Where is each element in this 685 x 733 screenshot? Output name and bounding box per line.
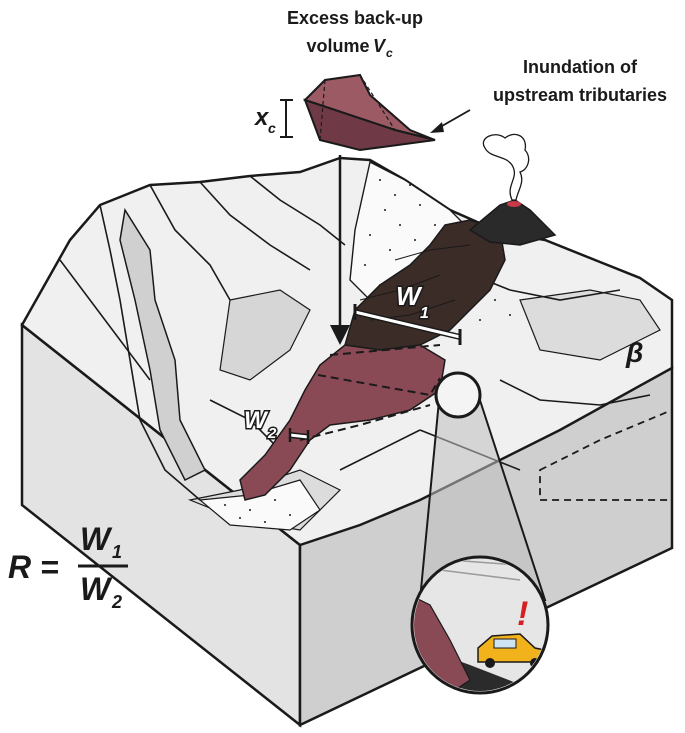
depth-subscript: c (268, 120, 276, 136)
volume-label-line2: volume (306, 36, 369, 56)
alert-exclamation: ! (517, 595, 528, 633)
magnifier-lens-small (434, 371, 482, 419)
w2-subscript: 2 (267, 425, 277, 442)
slope-symbol: β (625, 337, 643, 368)
equation-lhs: R = (8, 549, 59, 585)
backup-volume-prism (303, 73, 436, 152)
w1-width-marker (353, 304, 462, 345)
w1-symbol: W (396, 281, 423, 311)
depth-bracket (280, 99, 293, 138)
flow-lower (239, 344, 446, 501)
equation-numerator-subscript: 1 (112, 542, 122, 562)
terrain-block (20, 156, 674, 728)
depth-symbol: x (253, 104, 270, 131)
w2-width-marker (288, 428, 310, 444)
inundation-label-line1: Inundation of (523, 57, 638, 77)
ridge-shade-mid (219, 289, 311, 381)
prism-hidden-edges (319, 74, 396, 141)
ridge-shade-left (119, 207, 207, 482)
equation-denominator-subscript: 2 (111, 592, 122, 612)
equation-numerator: W (80, 521, 113, 557)
volume-subscript: c (386, 46, 393, 60)
downward-arrow-icon (330, 155, 350, 345)
stipple-dots (224, 179, 511, 523)
w2-symbol: W (244, 407, 269, 434)
inundation-label-line2: upstream tributaries (493, 85, 667, 105)
equation-denominator: W (80, 571, 113, 607)
dashed-block-outline (539, 408, 673, 501)
inundation-arrow-icon (430, 109, 471, 133)
prism-side (303, 98, 436, 152)
volume-label-line1: Excess back-up (287, 8, 423, 28)
volume-symbol: V (373, 36, 387, 56)
car-icon (477, 633, 546, 668)
flow-section-front (299, 404, 431, 441)
volcano-plume-icon (482, 133, 530, 201)
volcano (468, 133, 557, 246)
w1-subscript: 1 (420, 305, 429, 322)
volcano-vent-icon (507, 201, 521, 207)
ridge-shade-right (519, 289, 661, 361)
volcano-cone (468, 199, 557, 246)
ratio-equation: R = W 1 W 2 (8, 521, 128, 612)
flow-section-upper (329, 344, 441, 356)
